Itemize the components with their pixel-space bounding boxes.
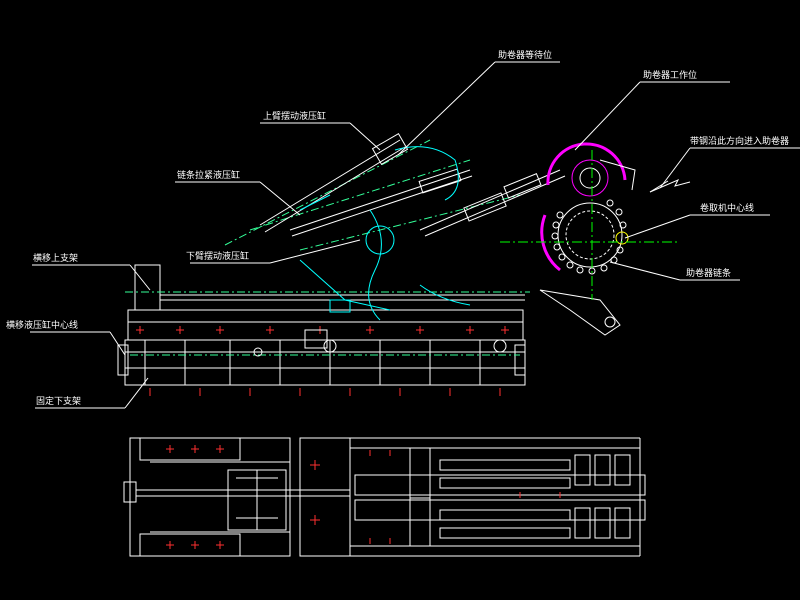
label-lower-arm-cylinder: 下臂摆动液压缸: [186, 250, 249, 262]
plan-view-red-marks: [166, 445, 561, 549]
strip-direction-arrow: [649, 179, 691, 193]
lower-arm-cylinder: [419, 169, 566, 237]
helper-chain-links: [551, 199, 627, 275]
label-helper-work: 助卷器工作位: [643, 69, 697, 81]
label-traverse-cylinder-center: 横移液压缸中心线: [6, 319, 78, 331]
label-upper-arm-cylinder: 上臂摆动液压缸: [263, 110, 326, 122]
label-coiler-centerline: 卷取机中心线: [700, 202, 754, 214]
leader-lines: [30, 61, 800, 409]
upper-support: [160, 294, 525, 357]
annotation-labels: 助卷器等待位 助卷器工作位 上臂摆动液压缸 带钢沿此方向进入助卷器 链条拉紧液压…: [6, 49, 789, 407]
frame-red-marks: [136, 326, 509, 396]
upper-arm-cylinder: [259, 133, 409, 233]
coiler-centerlines: [500, 150, 680, 300]
fixed-lower-frame: [117, 264, 526, 386]
plan-view: [123, 437, 646, 557]
green-centerlines: [125, 139, 530, 356]
label-upper-support: 横移上支架: [33, 252, 78, 264]
label-strip-direction: 带钢沿此方向进入助卷器: [690, 135, 789, 147]
label-chain-tension-cylinder: 链条拉紧液压缸: [177, 169, 240, 181]
label-helper-chain: 助卷器链条: [686, 267, 731, 279]
side-elevation-view: [117, 133, 691, 396]
label-fixed-lower-support: 固定下支架: [36, 395, 81, 407]
cyan-chain-parts: [299, 146, 471, 321]
label-helper-wait: 助卷器等待位: [498, 49, 552, 61]
chain-tension-cylinder: [289, 168, 473, 237]
